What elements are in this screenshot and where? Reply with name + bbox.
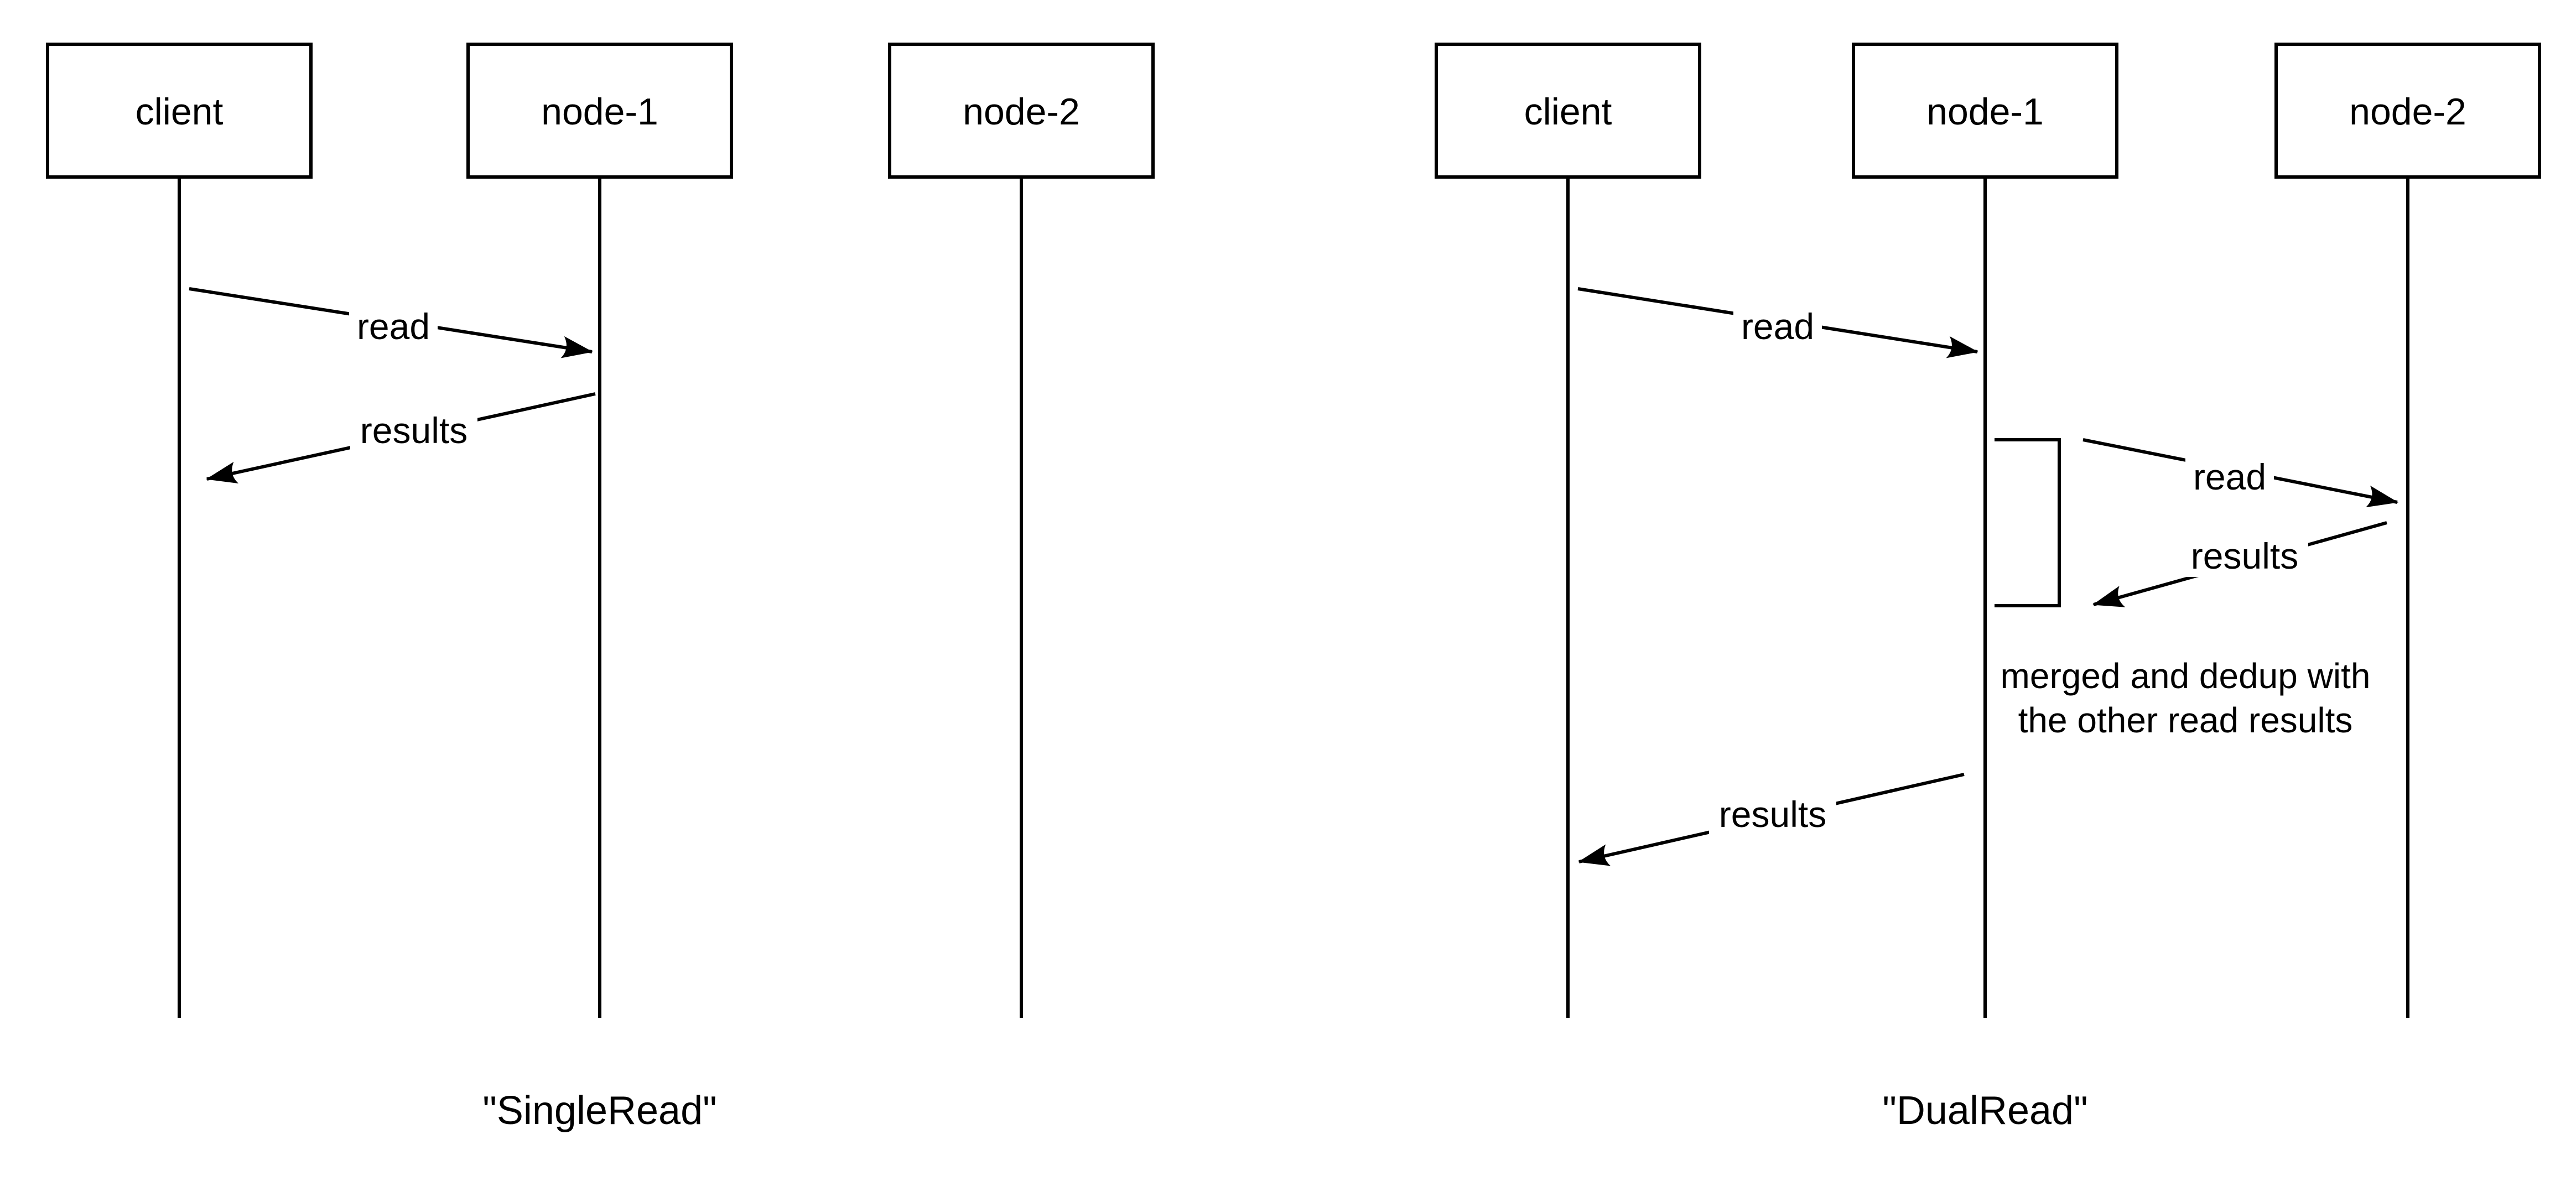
- message-label-read: read: [357, 306, 430, 347]
- actor-box-client: [46, 43, 313, 179]
- message-label-bg: [2181, 535, 2308, 577]
- actor-box-client: [1435, 43, 1701, 179]
- message-label-results-2: results: [2191, 535, 2298, 576]
- message-label-bg: [350, 409, 477, 451]
- actor-label-client: client: [136, 91, 224, 133]
- message-label-read: read: [1741, 306, 1814, 347]
- diagram-caption-singleread: "SingleRead": [482, 1089, 716, 1133]
- message-label-bg: [1733, 305, 1822, 347]
- actor-label-node-2: node-2: [963, 91, 1080, 133]
- message-label-results: results: [360, 410, 468, 451]
- note-line-1: merged and dedup with: [2001, 656, 2371, 696]
- diagram-dualread: client node-1 node-2 read read results m…: [1435, 43, 2541, 1133]
- actor-label-client: client: [1524, 91, 1612, 133]
- activation-bracket-node-1: [1995, 438, 2061, 607]
- actor-box-node-2: [2274, 43, 2541, 179]
- message-label-bg: [2185, 456, 2274, 498]
- message-label-read-2: read: [2193, 456, 2266, 497]
- diagram-singleread: client node-1 node-2 read results "Singl…: [46, 43, 1155, 1133]
- message-label-bg: [1709, 793, 1836, 835]
- actor-label-node-1: node-1: [1926, 91, 2044, 133]
- actor-label-node-2: node-2: [2349, 91, 2466, 133]
- actor-box-node-2: [888, 43, 1155, 179]
- actor-label-node-1: node-1: [541, 91, 658, 133]
- note-line-2: the other read results: [2018, 700, 2353, 740]
- actor-box-node-1: [466, 43, 733, 179]
- message-label-bg: [349, 305, 438, 347]
- actor-box-node-1: [1852, 43, 2118, 179]
- message-label-results-3: results: [1719, 794, 1826, 835]
- diagram-caption-dualread: "DualRead": [1882, 1089, 2087, 1133]
